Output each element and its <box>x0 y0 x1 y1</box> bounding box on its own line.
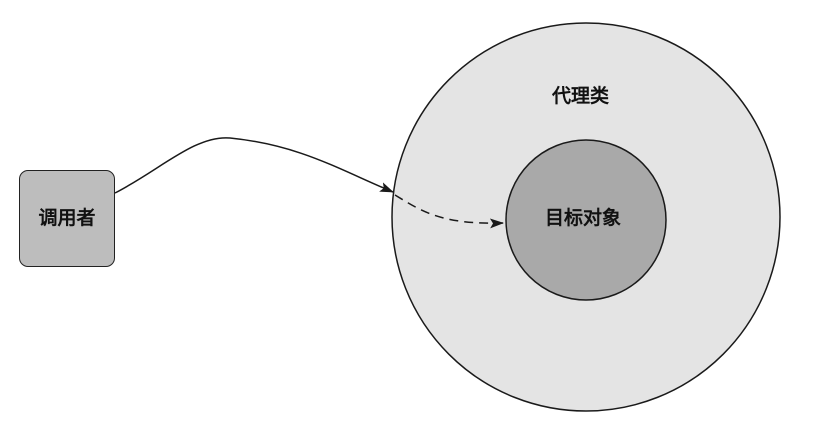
proxy-class-label: 代理类 <box>552 85 610 107</box>
caller-box: 调用者 <box>19 170 115 267</box>
call-arrow <box>114 137 394 194</box>
delegate-arrow <box>394 194 504 229</box>
target-object-label: 目标对象 <box>545 207 622 229</box>
caller-label: 调用者 <box>38 207 96 229</box>
target-object-circle <box>505 139 667 301</box>
